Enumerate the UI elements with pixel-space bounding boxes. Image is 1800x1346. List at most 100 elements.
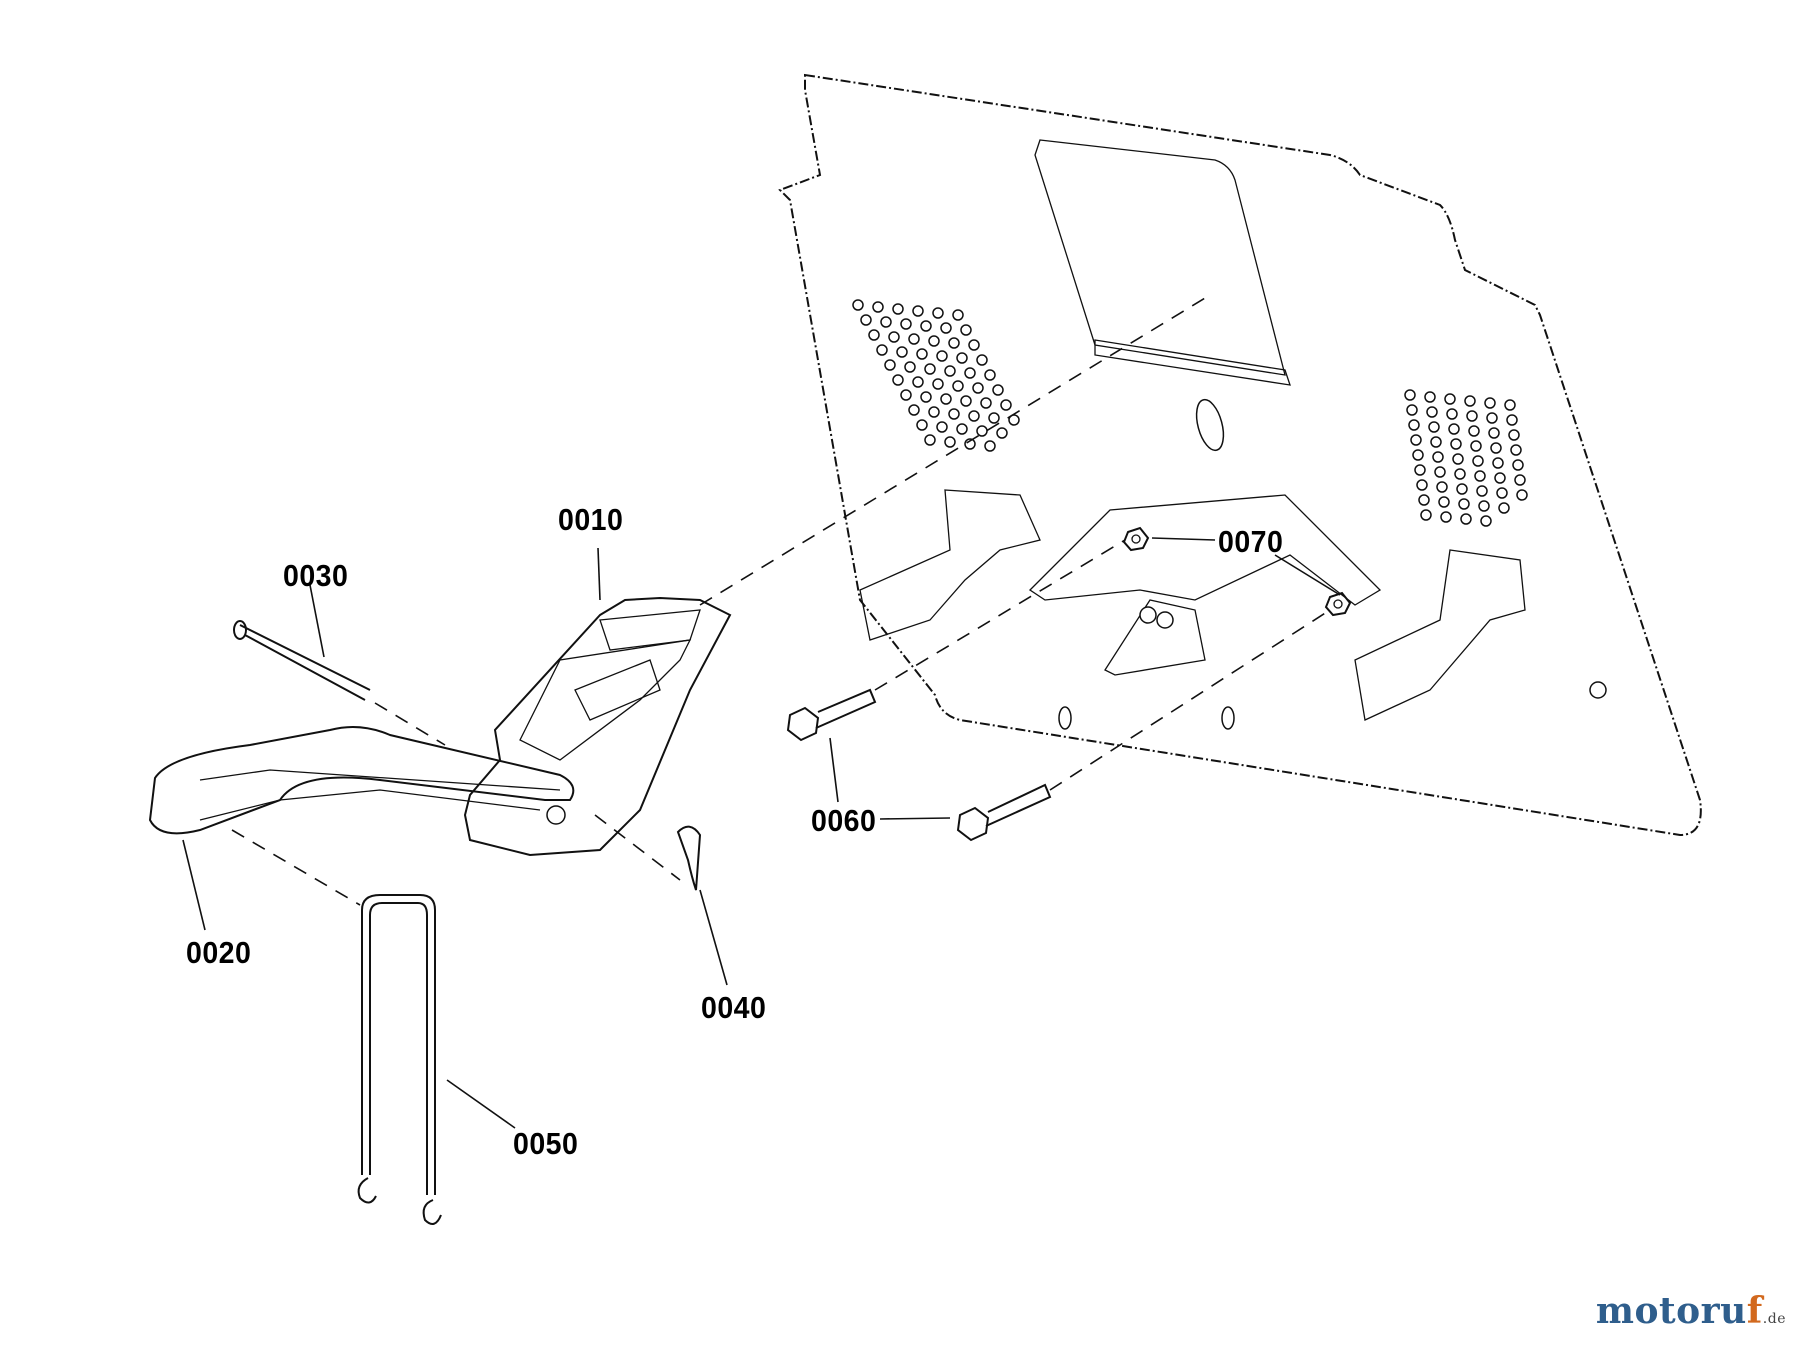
vent-hole xyxy=(1438,496,1450,508)
vent-hole xyxy=(1478,500,1490,512)
vent-hole xyxy=(1472,455,1484,467)
vent-hole xyxy=(888,331,900,343)
mounting-plate xyxy=(778,73,1702,837)
vent-hole xyxy=(1426,406,1438,418)
vent-hole xyxy=(940,322,952,334)
vent-hole xyxy=(1466,410,1478,422)
vent-hole xyxy=(952,309,964,321)
label-0070: 0070 xyxy=(1218,524,1284,559)
vent-hole xyxy=(996,427,1008,439)
vent-hole xyxy=(1412,449,1424,461)
vent-hole xyxy=(1476,485,1488,497)
vent-hole xyxy=(928,406,940,418)
vent-hole xyxy=(1414,464,1426,476)
vent-hole xyxy=(992,384,1004,396)
label-0030: 0030 xyxy=(283,558,349,593)
vent-hole xyxy=(972,382,984,394)
vent-hole xyxy=(1494,472,1506,484)
vent-hole xyxy=(1488,427,1500,439)
bungee-strap xyxy=(357,894,442,1225)
vent-hole xyxy=(936,421,948,433)
vent-hole xyxy=(1480,515,1492,527)
vent-hole xyxy=(932,307,944,319)
vent-hole xyxy=(912,305,924,317)
label-0060: 0060 xyxy=(811,803,877,838)
vent-hole xyxy=(1408,419,1420,431)
vent-hole xyxy=(976,425,988,437)
vent-hole xyxy=(916,348,928,360)
vent-hole xyxy=(956,423,968,435)
vent-hole xyxy=(1458,498,1470,510)
vent-hole xyxy=(988,412,1000,424)
vent-hole xyxy=(1410,434,1422,446)
vent-hole xyxy=(852,299,864,311)
vent-hole xyxy=(892,303,904,315)
vent-hole xyxy=(956,352,968,364)
vent-hole xyxy=(896,346,908,358)
vent-hole xyxy=(900,389,912,401)
vent-hole xyxy=(1470,440,1482,452)
nut-left xyxy=(1122,526,1150,552)
bolt-lower xyxy=(956,783,1052,842)
vent-hole xyxy=(1416,479,1428,491)
vent-hole xyxy=(952,380,964,392)
label-0020: 0020 xyxy=(186,935,252,970)
brand-suffix: .de xyxy=(1762,1311,1786,1327)
vent-hole xyxy=(980,397,992,409)
vent-hole xyxy=(924,434,936,446)
vent-hole xyxy=(892,374,904,386)
vent-hole xyxy=(948,337,960,349)
vent-hole xyxy=(1000,399,1012,411)
vent-hole xyxy=(1448,423,1460,435)
vent-hole xyxy=(1420,509,1432,521)
vent-hole xyxy=(1496,487,1508,499)
vent-hole xyxy=(948,408,960,420)
vent-hole xyxy=(1510,444,1522,456)
vent-hole xyxy=(1418,494,1430,506)
vent-hole xyxy=(928,335,940,347)
vent-hole xyxy=(916,419,928,431)
vent-hole xyxy=(964,367,976,379)
vent-hole xyxy=(1484,397,1496,409)
vent-hole xyxy=(1452,453,1464,465)
vent-hole xyxy=(944,365,956,377)
vent-hole xyxy=(1464,395,1476,407)
vent-hole xyxy=(1446,408,1458,420)
vent-hole xyxy=(924,363,936,375)
vent-hole xyxy=(960,395,972,407)
vent-hole xyxy=(868,329,880,341)
vent-hole xyxy=(1468,425,1480,437)
vent-hole xyxy=(920,391,932,403)
vent-hole xyxy=(1498,502,1510,514)
vent-hole xyxy=(872,301,884,313)
brand-f: f xyxy=(1746,1290,1763,1332)
vent-hole xyxy=(1404,389,1416,401)
hairpin-clip xyxy=(676,825,702,891)
pedal-housing xyxy=(463,596,732,857)
vent-hole xyxy=(876,344,888,356)
label-0040: 0040 xyxy=(701,990,767,1025)
vent-hole xyxy=(1460,513,1472,525)
vent-hole xyxy=(968,410,980,422)
vent-hole xyxy=(960,324,972,336)
pin-rod xyxy=(233,620,371,701)
vent-hole xyxy=(932,378,944,390)
brand-main: motoru xyxy=(1595,1290,1747,1332)
vent-hole xyxy=(1440,511,1452,523)
vent-hole xyxy=(900,318,912,330)
vent-hole xyxy=(1490,442,1502,454)
vent-hole xyxy=(1516,489,1528,501)
vent-hole xyxy=(860,314,872,326)
vent-hole xyxy=(984,440,996,452)
vent-hole xyxy=(1428,421,1440,433)
vent-hole xyxy=(920,320,932,332)
vent-hole xyxy=(1430,436,1442,448)
vent-hole xyxy=(1456,483,1468,495)
vent-hole xyxy=(940,393,952,405)
label-0050: 0050 xyxy=(513,1126,579,1161)
vent-hole xyxy=(976,354,988,366)
vent-hole xyxy=(1432,451,1444,463)
bolt-upper xyxy=(786,688,877,742)
vent-hole xyxy=(984,369,996,381)
